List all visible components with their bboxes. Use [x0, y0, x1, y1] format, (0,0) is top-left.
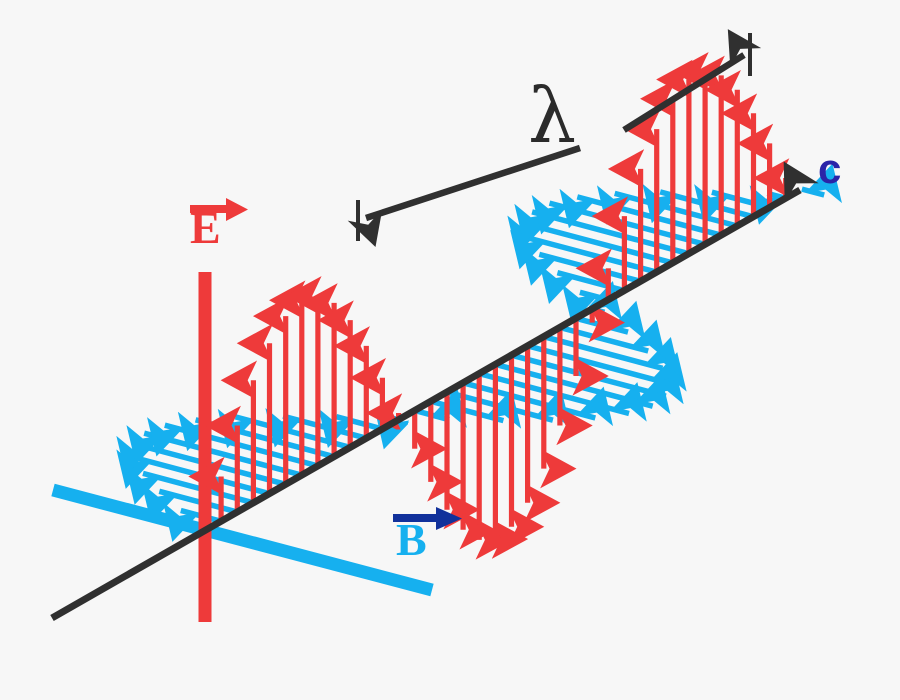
- b-field-arrow: [159, 491, 239, 512]
- b-field-arrow: [430, 401, 504, 420]
- b-field-arrow: [575, 318, 628, 332]
- wavelength-label: λ: [528, 71, 577, 160]
- e-label-arrow: [190, 198, 248, 221]
- speed-of-light-label: c: [818, 145, 842, 192]
- b-axis-line: [51, 483, 434, 597]
- propagation-axis: [50, 190, 800, 622]
- b-field-arrow: [559, 328, 648, 352]
- b-field-arrow: [478, 370, 629, 414]
- b-field-arrow: [543, 334, 663, 369]
- wavelength-dimension: [358, 33, 750, 241]
- b-field-arrow: [336, 417, 384, 429]
- e-field-label: E: [190, 202, 221, 253]
- b-label-arrow: [393, 507, 462, 530]
- b-field-label: B: [396, 514, 427, 565]
